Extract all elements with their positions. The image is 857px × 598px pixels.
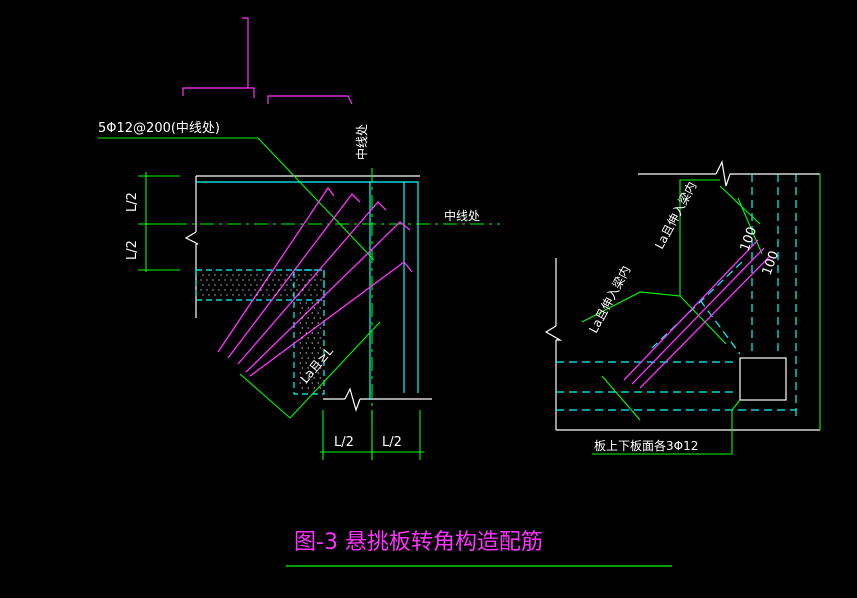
- spacing-1: 100: [738, 225, 761, 253]
- right-beams: [556, 174, 797, 420]
- dim-half-x2: L/2: [382, 435, 402, 450]
- rebar-note: 5Φ12@200(中线处): [98, 121, 220, 136]
- bottom-rebar-note: 板上下板面各3Φ12: [594, 438, 698, 453]
- centerline-top-label: 中线处: [354, 124, 369, 160]
- centerline-right-label: 中线处: [444, 208, 480, 223]
- anchor-length-r2: La且伸入梁内: [651, 179, 699, 251]
- slab-outline: [184, 175, 432, 412]
- top-brackets: [182, 17, 353, 105]
- left-detail: 5Φ12@200(中线处) 中线处 中线处 L/2 L/2 L/2 L/2 La…: [98, 17, 500, 460]
- right-rebars: [623, 239, 771, 389]
- spacing-2: 100: [760, 249, 783, 277]
- dim-half-bottom: L/2: [125, 240, 140, 260]
- anchor-length-left: La且≥L: [298, 344, 336, 386]
- left-centerlines: [98, 137, 500, 460]
- right-detail: La且伸入梁内 La且伸入梁内 100 100 板上下板面各3Φ12: [544, 160, 821, 455]
- hatch-dots: [200, 274, 322, 389]
- right-green-lines: [581, 174, 821, 455]
- beam-hatch: [198, 272, 322, 298]
- slab-cyan-edges: [195, 181, 419, 400]
- dim-half-top: L/2: [125, 192, 140, 212]
- dim-half-x1: L/2: [334, 435, 354, 450]
- figure-title: 图-3 悬挑板转角构造配筋: [294, 530, 543, 555]
- corner-rebars: [217, 186, 413, 377]
- right-outline: [544, 160, 820, 431]
